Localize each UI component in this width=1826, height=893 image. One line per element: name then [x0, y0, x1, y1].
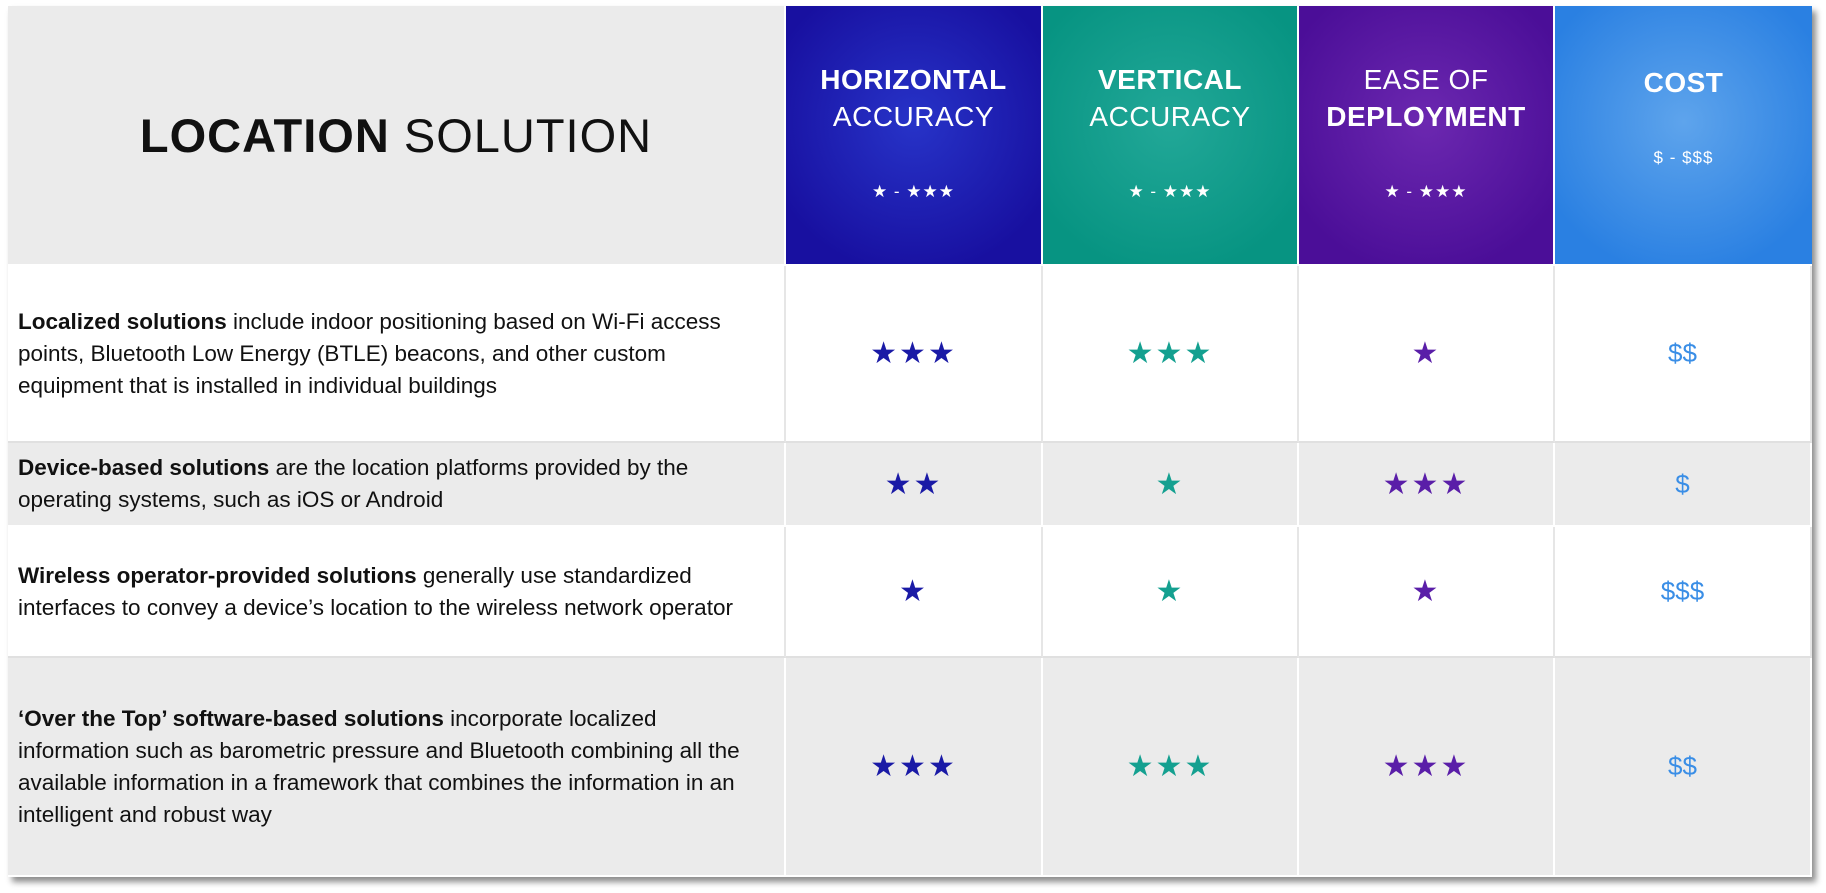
- table-title: LOCATION SOLUTION: [8, 6, 786, 266]
- cost-rating: $$: [1555, 266, 1812, 443]
- row-label: Localized solutions: [18, 308, 227, 334]
- ease-rating: ★: [1299, 266, 1555, 443]
- header-range: $ - $$$: [1653, 148, 1714, 167]
- title-regular: SOLUTION: [403, 108, 653, 162]
- header-ease-of-deployment: EASE OF DEPLOYMENT ★ - ★★★: [1299, 6, 1555, 266]
- vertical-rating: ★: [1043, 527, 1299, 658]
- row-label: Wireless operator-provided solutions: [18, 562, 417, 588]
- row-label: ‘Over the Top’ software-based solutions: [18, 705, 444, 731]
- ease-rating: ★: [1299, 527, 1555, 658]
- row-text: are the location platforms provided by t…: [18, 455, 689, 512]
- cost-rating: $: [1555, 443, 1812, 527]
- horizontal-rating: ★★★: [786, 266, 1043, 443]
- row-description: ‘Over the Top’ software-based solutions …: [8, 658, 786, 877]
- row-description: Localized solutions include indoor posit…: [8, 266, 786, 443]
- header-line2: ACCURACY: [832, 100, 995, 132]
- horizontal-rating: ★★★: [786, 658, 1043, 877]
- header-line1: HORIZONTAL: [820, 63, 1007, 95]
- ease-rating: ★★★: [1299, 658, 1555, 877]
- header-line2: ACCURACY: [1089, 100, 1251, 132]
- horizontal-rating: ★: [786, 527, 1043, 658]
- header-line1: VERTICAL: [1098, 63, 1242, 95]
- header-horizontal-accuracy: HORIZONTAL ACCURACY ★ - ★★★: [786, 6, 1043, 266]
- header-line1: EASE OF: [1363, 63, 1489, 95]
- header-range: ★ - ★★★: [1384, 181, 1468, 201]
- header-cost: COST $ - $$$: [1555, 6, 1812, 266]
- ease-rating: ★★★: [1299, 443, 1555, 527]
- header-range: ★ - ★★★: [1128, 181, 1212, 201]
- cost-rating: $$$: [1555, 527, 1812, 658]
- row-text: include indoor positioning based on Wi-F…: [18, 308, 721, 398]
- row-description: Wireless operator-provided solutions gen…: [8, 527, 786, 658]
- location-solution-table: LOCATION SOLUTION HORIZONTAL ACCURACY ★ …: [8, 6, 1812, 877]
- header-line2: DEPLOYMENT: [1326, 100, 1526, 132]
- header-line1: COST: [1643, 67, 1724, 98]
- row-description: Device-based solutions are the location …: [8, 443, 786, 527]
- header-vertical-accuracy: VERTICAL ACCURACY ★ - ★★★: [1043, 6, 1299, 266]
- row-text: generally use standardized interfaces to…: [18, 562, 733, 620]
- vertical-rating: ★★★: [1043, 658, 1299, 877]
- title-bold: LOCATION: [139, 108, 390, 162]
- vertical-rating: ★★★: [1043, 266, 1299, 443]
- cost-rating: $$: [1555, 658, 1812, 877]
- header-range: ★ - ★★★: [871, 181, 956, 201]
- row-text: incorporate localized information such a…: [18, 705, 740, 827]
- vertical-rating: ★: [1043, 443, 1299, 527]
- row-label: Device-based solutions: [18, 455, 270, 480]
- horizontal-rating: ★★: [786, 443, 1043, 527]
